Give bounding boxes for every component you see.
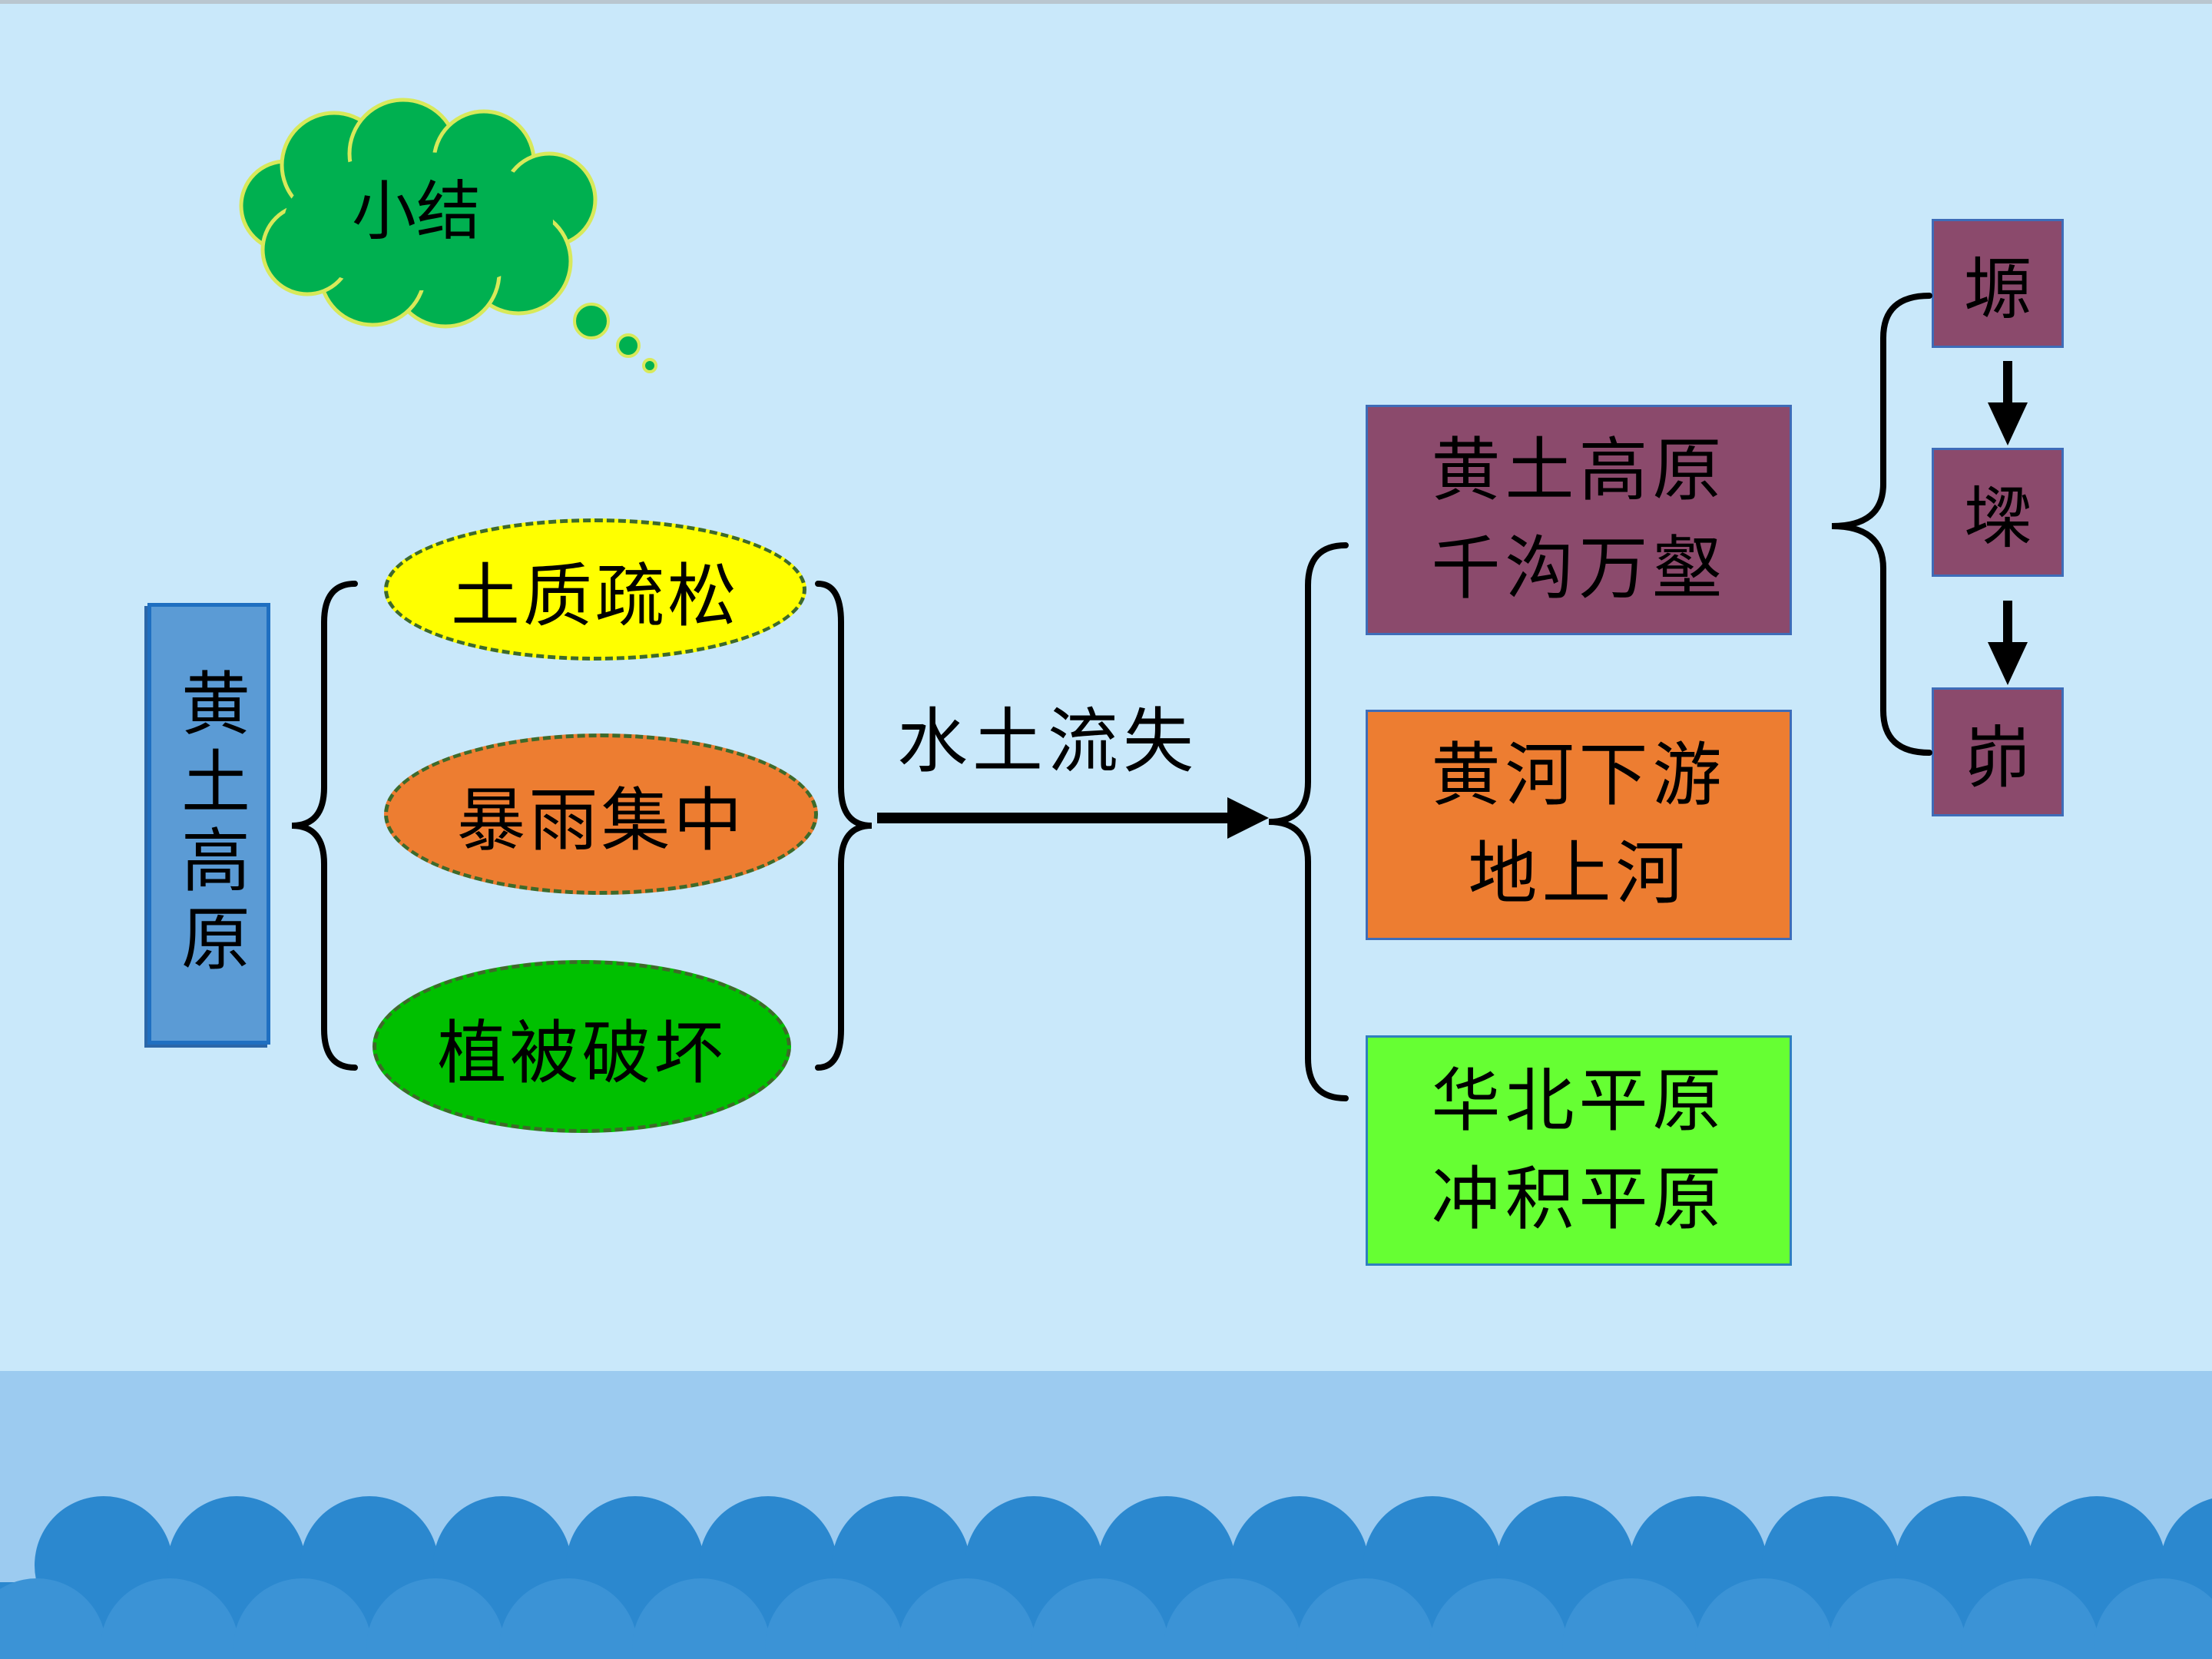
- cause-label: 植被破坏: [437, 1012, 727, 1094]
- top-border-line: [0, 0, 2212, 4]
- wave-scallop-bottom: [1961, 1578, 2099, 1659]
- landform-box-yuan: 塬: [1932, 219, 2064, 348]
- effect-box-gullies: 黄土高原 千沟万壑: [1366, 405, 1792, 635]
- summary-title: 小结: [352, 174, 482, 249]
- wave-scallop-bottom: [1562, 1578, 1700, 1659]
- effect-line: 千沟万壑: [1431, 528, 1727, 609]
- thought-cloud-shape: [230, 92, 676, 387]
- landform-label: 峁: [1963, 717, 2032, 797]
- wave-scallop-bottom: [0, 1578, 106, 1659]
- landform-box-liang: 墚: [1932, 448, 2064, 577]
- effect-line: 地上河: [1468, 833, 1690, 914]
- landform-arrow-1: [1988, 361, 2028, 445]
- wave-scallop-bottom: [1828, 1578, 1966, 1659]
- landform-arrow-2: [1988, 601, 2028, 685]
- wave-scallop-bottom: [1031, 1578, 1169, 1659]
- wave-scallop-bottom: [1695, 1578, 1833, 1659]
- effect-line: 黄河下游: [1431, 735, 1727, 816]
- wave-scallop-bottom: [898, 1578, 1036, 1659]
- brace-landforms: [1831, 293, 1932, 756]
- wave-scallop-bottom: [1296, 1578, 1435, 1659]
- wave-scallop-bottom: [233, 1578, 372, 1659]
- cause-ellipse-concentrated-rain: 暴雨集中: [384, 733, 818, 895]
- effect-line: 华北平原: [1431, 1061, 1727, 1141]
- wave-scallop-bottom: [632, 1578, 770, 1659]
- process-arrow: [877, 797, 1269, 839]
- effect-box-alluvial-plain: 华北平原 冲积平原: [1366, 1035, 1792, 1266]
- wave-scallop-bottom: [1429, 1578, 1568, 1659]
- landform-box-mao: 峁: [1932, 687, 2064, 816]
- cause-ellipse-vegetation-damage: 植被破坏: [373, 960, 791, 1133]
- effect-box-elevated-river: 黄河下游 地上河: [1366, 710, 1792, 940]
- process-label: 水土流失: [897, 700, 1199, 783]
- effect-line: 冲积平原: [1431, 1159, 1727, 1240]
- brace-left: [291, 581, 358, 1071]
- landform-label: 塬: [1963, 249, 2032, 329]
- wave-scallop-bottom: [2094, 1578, 2212, 1659]
- subject-label: 黄土高原: [169, 667, 250, 981]
- wave-scallop-bottom: [499, 1578, 637, 1659]
- effect-line: 黄土高原: [1431, 430, 1727, 511]
- cause-ellipse-loose-soil: 土质疏松: [384, 518, 806, 661]
- brace-right: [815, 581, 873, 1071]
- wave-scallops: [0, 1496, 2212, 1659]
- wave-scallop-bottom: [366, 1578, 505, 1659]
- wave-scallop-bottom: [101, 1578, 239, 1659]
- brace-effects: [1268, 542, 1349, 1101]
- cause-label: 暴雨集中: [456, 780, 746, 861]
- wave-scallop-bottom: [765, 1578, 903, 1659]
- subject-box: 黄土高原: [147, 603, 270, 1045]
- cause-label: 土质疏松: [451, 555, 740, 637]
- landform-label: 墚: [1963, 478, 2032, 558]
- wave-scallop-bottom: [1164, 1578, 1302, 1659]
